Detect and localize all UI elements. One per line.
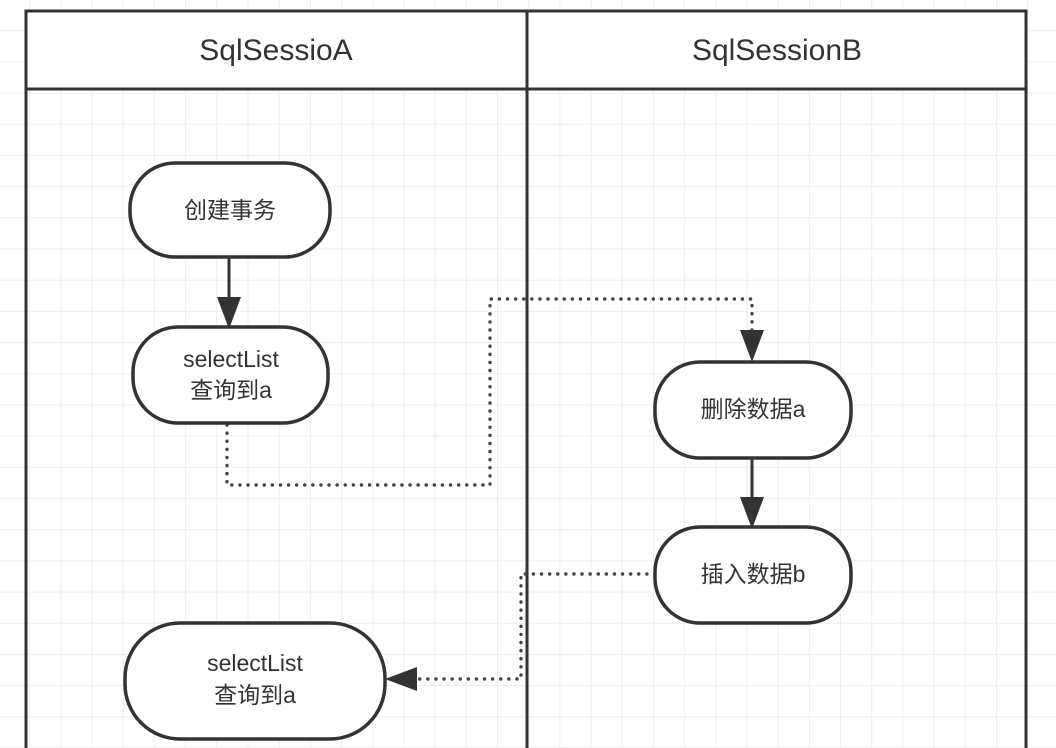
node-delete-data-a[interactable]: 删除数据a (653, 360, 853, 460)
lane-header-label-b: SqlSessionB (692, 34, 862, 67)
node-delete-data-a-label: 删除数据a (701, 396, 806, 422)
edge-insert-to-select2-line (401, 572, 657, 681)
edge-delete-to-insert (740, 458, 764, 529)
lane-header-box-b (525, 9, 1028, 91)
node-insert-data-b[interactable]: 插入数据b (653, 525, 853, 625)
edge-select-to-delete (225, 297, 764, 487)
edge-delete-to-insert-arrowhead (740, 497, 764, 529)
node-selectlist-first-label-line2: 查询到a (190, 377, 272, 403)
node-selectlist-second-label-line1: selectList (207, 650, 303, 676)
lane-header-label-a: SqlSessioA (199, 34, 352, 67)
node-selectlist-second[interactable]: selectList 查询到a (123, 621, 387, 741)
edge-create-to-select (217, 257, 241, 329)
edge-select-to-delete-line (225, 297, 754, 487)
edge-select-to-delete-arrowhead (740, 330, 764, 362)
node-insert-data-b-shape[interactable] (653, 525, 853, 625)
edge-insert-to-select2-arrowhead (385, 667, 417, 691)
node-selectlist-second-label-line2: 查询到a (214, 682, 296, 708)
swimlane-frame (24, 9, 1028, 748)
node-selectlist-first-shape[interactable] (131, 325, 330, 425)
node-create-transaction-label: 创建事务 (184, 197, 276, 223)
node-insert-data-b-label: 插入数据b (701, 561, 806, 587)
node-create-transaction[interactable]: 创建事务 (128, 161, 332, 259)
node-selectlist-first[interactable]: selectList 查询到a (131, 325, 330, 425)
edge-insert-to-select2 (385, 572, 657, 691)
node-selectlist-second-shape[interactable] (123, 621, 387, 741)
lane-header-box-a (24, 9, 529, 91)
node-create-transaction-shape[interactable] (128, 161, 332, 259)
node-delete-data-a-shape[interactable] (653, 360, 853, 460)
edge-create-to-select-arrowhead (217, 297, 241, 329)
node-selectlist-first-label-line1: selectList (183, 346, 279, 372)
